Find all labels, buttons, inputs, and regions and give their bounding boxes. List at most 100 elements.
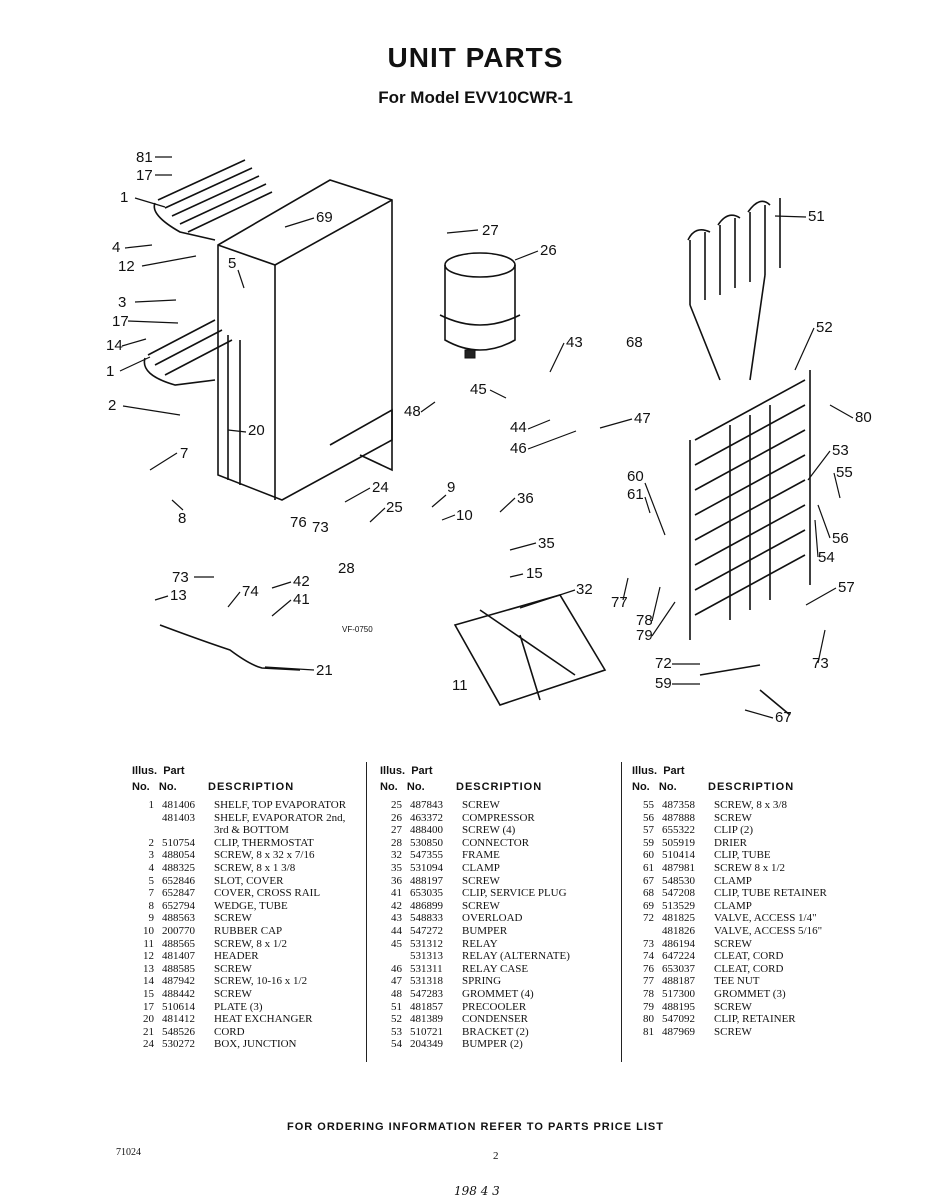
illus-number: 41 xyxy=(391,887,402,900)
part-number: 530272 xyxy=(162,1038,195,1051)
header-description: DESCRIPTION xyxy=(708,781,795,793)
part-number: 481406 xyxy=(162,799,195,811)
part-number: 488187 xyxy=(662,975,695,988)
callout-59: 59 xyxy=(655,675,672,692)
part-description: SCREW xyxy=(214,912,252,925)
header-illus-part: Illus. Part xyxy=(132,765,185,777)
callout-43: 43 xyxy=(566,334,583,351)
part-number: 487843 xyxy=(410,799,443,811)
part-description: PRECOOLER xyxy=(462,1000,527,1013)
header-description: DESCRIPTION xyxy=(456,781,543,793)
part-description: SCREW xyxy=(714,811,752,824)
part-description: SCREW xyxy=(214,987,252,1000)
callout-10: 10 xyxy=(456,507,473,524)
illus-number: 9 xyxy=(148,912,155,925)
callout-17: 17 xyxy=(136,167,153,184)
part-number: 488054 xyxy=(162,849,195,862)
callout-labels: 81 17 1 4 12 5 69 3 17 14 1 2 20 7 8 76 … xyxy=(106,149,872,726)
part-number: 531311 xyxy=(410,962,443,975)
part-number: 488585 xyxy=(162,962,195,975)
callout-26: 26 xyxy=(540,242,557,259)
part-number: 481389 xyxy=(410,1013,443,1026)
illus-number: 61 xyxy=(643,861,654,874)
part-description: BUMPER (2) xyxy=(462,1038,523,1051)
parts-column-header: Illus. Part No. No. DESCRIPTION xyxy=(632,765,890,799)
illus-number: 21 xyxy=(143,1025,154,1038)
part-description: SCREW xyxy=(714,937,752,950)
illus-number: 55 xyxy=(643,799,654,811)
part-number: 204349 xyxy=(410,1038,443,1051)
callout-52: 52 xyxy=(816,319,833,336)
part-number: 531313 xyxy=(410,950,443,963)
illus-number: 52 xyxy=(391,1013,402,1026)
illus-number: 48 xyxy=(391,987,402,1000)
callout-35: 35 xyxy=(538,535,555,552)
header-illus-part: Illus. Part xyxy=(632,765,685,777)
callout-73b: 73 xyxy=(172,569,189,586)
part-number: 531318 xyxy=(410,975,443,988)
part-description: SCREW, 8 x 1/2 xyxy=(214,937,287,950)
callout-11: 11 xyxy=(452,677,468,694)
callout-74: 74 xyxy=(242,583,259,600)
document-number: 71024 xyxy=(116,1147,141,1158)
part-number: 200770 xyxy=(162,924,195,937)
callout-44: 44 xyxy=(510,419,527,436)
illus-number: 43 xyxy=(391,912,402,925)
callout-57: 57 xyxy=(838,579,855,596)
callout-15: 15 xyxy=(526,565,543,582)
callout-54: 54 xyxy=(818,549,835,566)
illus-number: 4 xyxy=(148,861,155,874)
illus-number: 67 xyxy=(643,874,654,887)
part-description: CLIP, TUBE RETAINER xyxy=(714,887,827,900)
callout-2: 2 xyxy=(108,397,116,414)
page-title: UNIT PARTS xyxy=(387,42,564,73)
part-description: CLIP, SERVICE PLUG xyxy=(462,887,567,900)
parts-column-header: Illus. Part No. No. DESCRIPTION xyxy=(132,765,390,799)
callout-67: 67 xyxy=(775,709,792,726)
part-description: CLIP, THERMOSTAT xyxy=(214,836,314,849)
part-number: 652847 xyxy=(162,887,195,900)
callout-27: 27 xyxy=(482,222,499,239)
callout-28: 28 xyxy=(338,560,355,577)
table-row: 3rd & BOTTOM xyxy=(132,824,390,837)
table-row: 9 488563 SCREW xyxy=(132,912,390,925)
part-number: 488195 xyxy=(662,1000,695,1013)
part-description: CORD xyxy=(214,1025,245,1038)
illus-number: 42 xyxy=(391,899,402,912)
part-number: 547283 xyxy=(410,987,443,1000)
part-number: 488563 xyxy=(162,912,195,925)
part-description: CLIP (2) xyxy=(714,824,754,837)
callout-7: 7 xyxy=(180,445,188,462)
exploded-parts-diagram: 81 17 1 4 12 5 69 3 17 14 1 2 20 7 8 76 … xyxy=(106,149,872,726)
illus-number: 68 xyxy=(643,887,654,900)
part-description: SCREW xyxy=(214,962,252,975)
part-number: 481407 xyxy=(162,950,195,963)
callout-51: 51 xyxy=(808,208,825,225)
part-number: 481412 xyxy=(162,1013,195,1026)
part-description: CLIP, TUBE xyxy=(714,849,771,862)
power-cord-drawing xyxy=(159,624,301,671)
diagram-code: VF-0750 xyxy=(342,625,373,634)
part-number: 487969 xyxy=(662,1025,695,1038)
